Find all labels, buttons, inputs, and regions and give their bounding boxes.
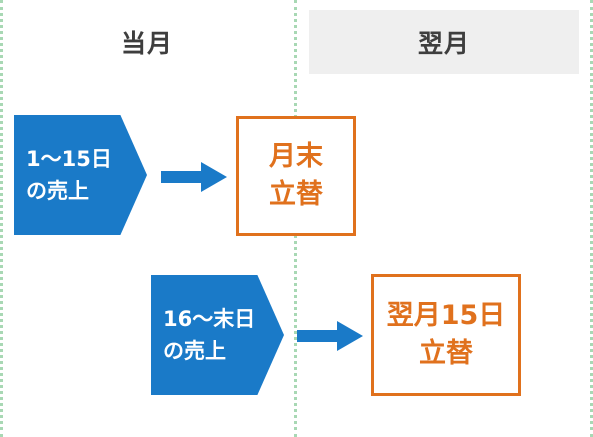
divider-left [0, 0, 3, 437]
settlement-month-end-line1: 月末 [269, 141, 323, 172]
settlement-next-month-15th-line1: 翌月15日 [386, 300, 506, 331]
sales-period-first-half-line2: の売上 [26, 179, 89, 203]
divider-right [590, 0, 593, 437]
settlement-next-month-15th-line2: 立替 [419, 338, 473, 369]
right-arrow-icon [161, 162, 227, 192]
column-header-current-month: 当月 [120, 29, 173, 58]
settlement-month-end: 月末 立替 [236, 116, 356, 236]
settlement-next-month-15th: 翌月15日 立替 [371, 274, 521, 396]
settlement-month-end-line2: 立替 [269, 179, 323, 210]
sales-period-second-half: 16〜末日 の売上 [151, 275, 284, 395]
sales-period-second-half-line1: 16〜末日 [163, 307, 256, 331]
right-arrow-icon [297, 321, 363, 351]
sales-period-first-half-line1: 1〜15日 [26, 147, 112, 171]
sales-period-first-half: 1〜15日 の売上 [14, 115, 147, 235]
column-header-next-month: 翌月 [309, 10, 579, 74]
sales-period-second-half-line2: の売上 [163, 339, 226, 363]
